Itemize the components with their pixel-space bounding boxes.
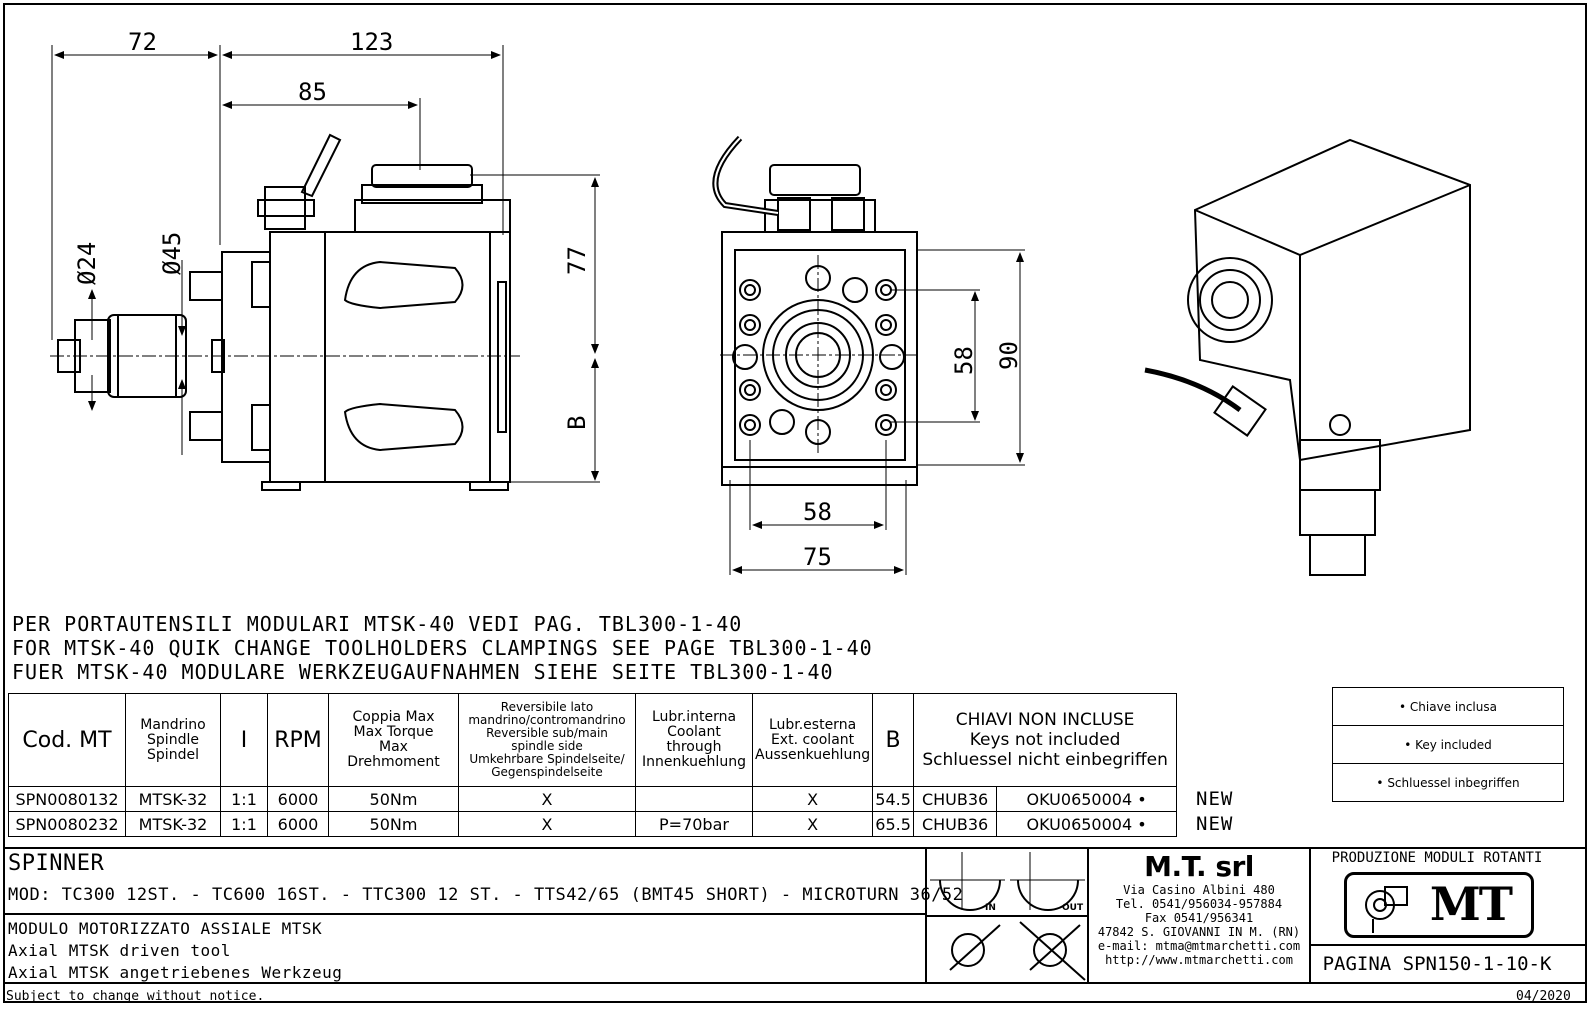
note-en: FOR MTSK-40 QUIK CHANGE TOOLHOLDERS CLAM… [12,636,873,660]
dim-diameter-45: Ø45 [158,232,186,275]
header-cod: Cod. MT [8,693,126,787]
models-line: MOD: TC300 12ST. - TC600 16ST. - TTC300 … [8,885,964,905]
header-b: B [872,693,915,787]
dim-123: 123 [350,28,393,56]
dim-diameter-24: Ø24 [73,242,101,285]
logo-text: MT [1429,877,1513,931]
new-tag: NEW [1196,788,1234,810]
header-i: I [220,693,268,787]
description: MODULO MOTORIZZATO ASSIALE MTSK Axial MT… [8,919,343,982]
note-de: FUER MTSK-40 MODULARE WERKZEUGAUFNAHMEN … [12,660,834,684]
table-row: SPN0080132 MTSK-32 1:1 6000 50Nm X X 54.… [8,786,1178,812]
production-label: PRODUZIONE MODULI ROTANTI [1331,850,1543,866]
dim-58-height: 58 [950,346,978,375]
header-rpm: RPM [267,693,329,787]
dim-90: 90 [995,341,1023,370]
company-name: M.T. srl [1144,850,1254,883]
rotation-in-label: IN [985,903,996,913]
new-tag: NEW [1196,813,1234,835]
iso-view [1144,138,1471,576]
mt-logo: MT [1344,872,1534,938]
company-address: Via Casino Albini 480 Tel. 0541/956034-9… [1097,883,1301,967]
product-title: SPINNER [8,851,105,876]
front-view [712,135,918,486]
dim-72: 72 [128,28,157,56]
rotation-icons [930,852,1086,981]
notes: PER PORTAUTENSILI MODULARI MTSK-40 VEDI … [12,612,873,684]
page-label: PAGINA SPN150-1-10-K [1322,953,1552,975]
dim-b: B [563,416,591,430]
revision-date: 04/2020 [1516,989,1571,1004]
legend-box: • Chiave inclusa • Key included • Schlue… [1332,687,1564,802]
disclaimer: Subject to change without notice. [6,989,265,1004]
dim-85: 85 [298,78,327,106]
dim-58-width: 58 [803,498,832,526]
table-row: SPN0080232 MTSK-32 1:1 6000 50Nm X P=70b… [8,811,1178,837]
sheet-frame [3,3,1587,1003]
note-it: PER PORTAUTENSILI MODULARI MTSK-40 VEDI … [12,612,743,636]
dim-77: 77 [563,246,591,275]
spinner-logo-icon [1365,886,1408,933]
side-view [57,133,511,491]
company-block: M.T. srl Via Casino Albini 480 Tel. 0541… [1088,848,1310,982]
legend-item: • Schluessel inbegriffen [1376,775,1520,790]
legend-item: • Key included [1333,726,1563,764]
legend-item: • Chiave inclusa [1333,688,1563,726]
rotation-out-label: OUT [1062,903,1084,913]
dim-75: 75 [803,543,832,571]
